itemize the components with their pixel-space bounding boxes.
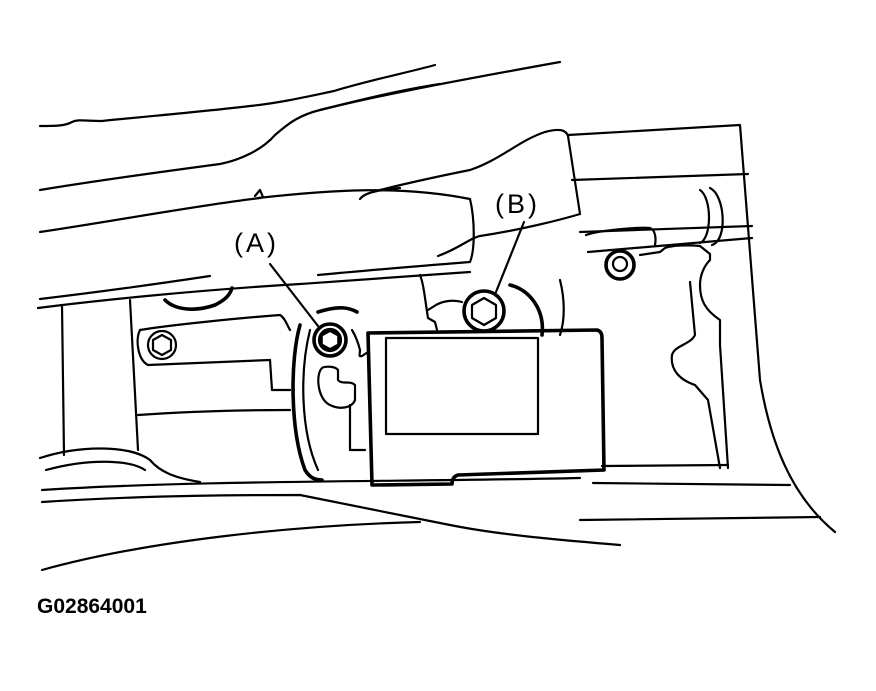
callout-label-b: (B) — [495, 189, 540, 219]
upper-body-panel — [36, 60, 562, 310]
lower-body-panel — [38, 447, 622, 572]
crossmember-bar — [253, 128, 582, 277]
bolt-b — [426, 289, 506, 333]
bolt-a-plate — [291, 306, 370, 482]
module-box — [366, 328, 606, 487]
callout-label-a: (A) — [234, 228, 279, 258]
figure-id-label: G02864001 — [37, 595, 147, 618]
leader-lines — [268, 220, 526, 328]
right-frame — [566, 123, 837, 534]
bracket-b — [418, 212, 582, 337]
left-bracket — [60, 286, 292, 457]
